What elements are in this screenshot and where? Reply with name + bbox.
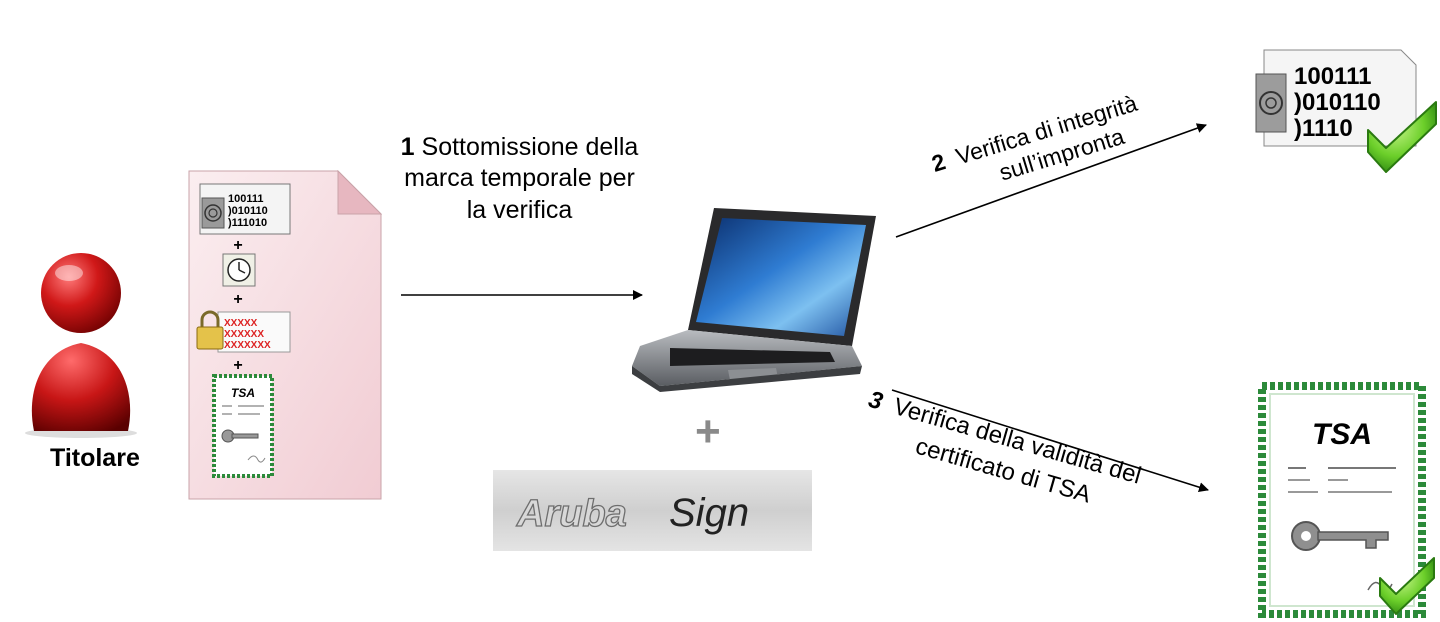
person-icon <box>25 253 137 438</box>
plus-sign: + <box>695 407 721 456</box>
doc-cipher-line-1: XXXXX <box>224 318 258 329</box>
tsa-certificate-small-icon: TSA <box>212 374 274 478</box>
result-binary-line-1: 100111 <box>1294 63 1371 90</box>
doc-cipher-line-3: XXXXXXX <box>224 340 271 351</box>
logo-text-aruba: Aruba <box>516 493 627 535</box>
arrow-step3 <box>891 389 1209 493</box>
doc-tsa-label: TSA <box>231 386 255 400</box>
fingerprint-file-icon: 100111 )010110 )111010 <box>199 183 291 235</box>
step1-text: Sottomissione della marca temporale per … <box>404 133 639 224</box>
doc-plus-1: + <box>233 237 242 254</box>
doc-binary-line-1: 100111 <box>228 193 264 205</box>
doc-binary-line-3: )111010 <box>228 217 267 229</box>
logo-text-sign: Sign <box>669 491 749 535</box>
result-binary-line-3: )1110 <box>1294 115 1353 142</box>
step2-number: 2 <box>929 148 949 177</box>
result-tsa-label: TSA <box>1312 418 1372 451</box>
step1-label: 1 Sottomissione della marca temporale pe… <box>392 132 647 226</box>
clock-icon <box>222 253 256 287</box>
encrypted-file-icon: XXXXX XXXXXX XXXXXXX <box>196 310 291 353</box>
arubasign-logo: Aruba Sign <box>493 470 812 551</box>
doc-binary-line-2: )010110 <box>228 205 268 217</box>
laptop-icon <box>632 208 876 392</box>
result-binary-line-2: )010110 <box>1294 89 1381 116</box>
doc-plus-2: + <box>233 291 242 308</box>
checkmark-icon <box>1367 101 1437 173</box>
doc-plus-3: + <box>233 357 242 374</box>
actor-label: Titolare <box>50 444 140 472</box>
step1-number: 1 <box>400 133 415 161</box>
doc-cipher-line-2: XXXXXX <box>224 329 264 340</box>
verified-tsa-certificate-icon: TSA <box>1258 382 1435 618</box>
signed-document: 100111 )010110 )111010 + + XXXXX XXXXXX … <box>188 170 382 500</box>
step3-label: 3 Verifica della validità del certificat… <box>866 386 1145 509</box>
verified-fingerprint-file-icon: 100111 )010110 )1110 <box>1255 49 1437 173</box>
checkmark-icon <box>1379 557 1435 615</box>
step2-label: 2 Verifica di integrità sull’impronta <box>929 90 1141 186</box>
arrow-step2 <box>895 123 1207 238</box>
